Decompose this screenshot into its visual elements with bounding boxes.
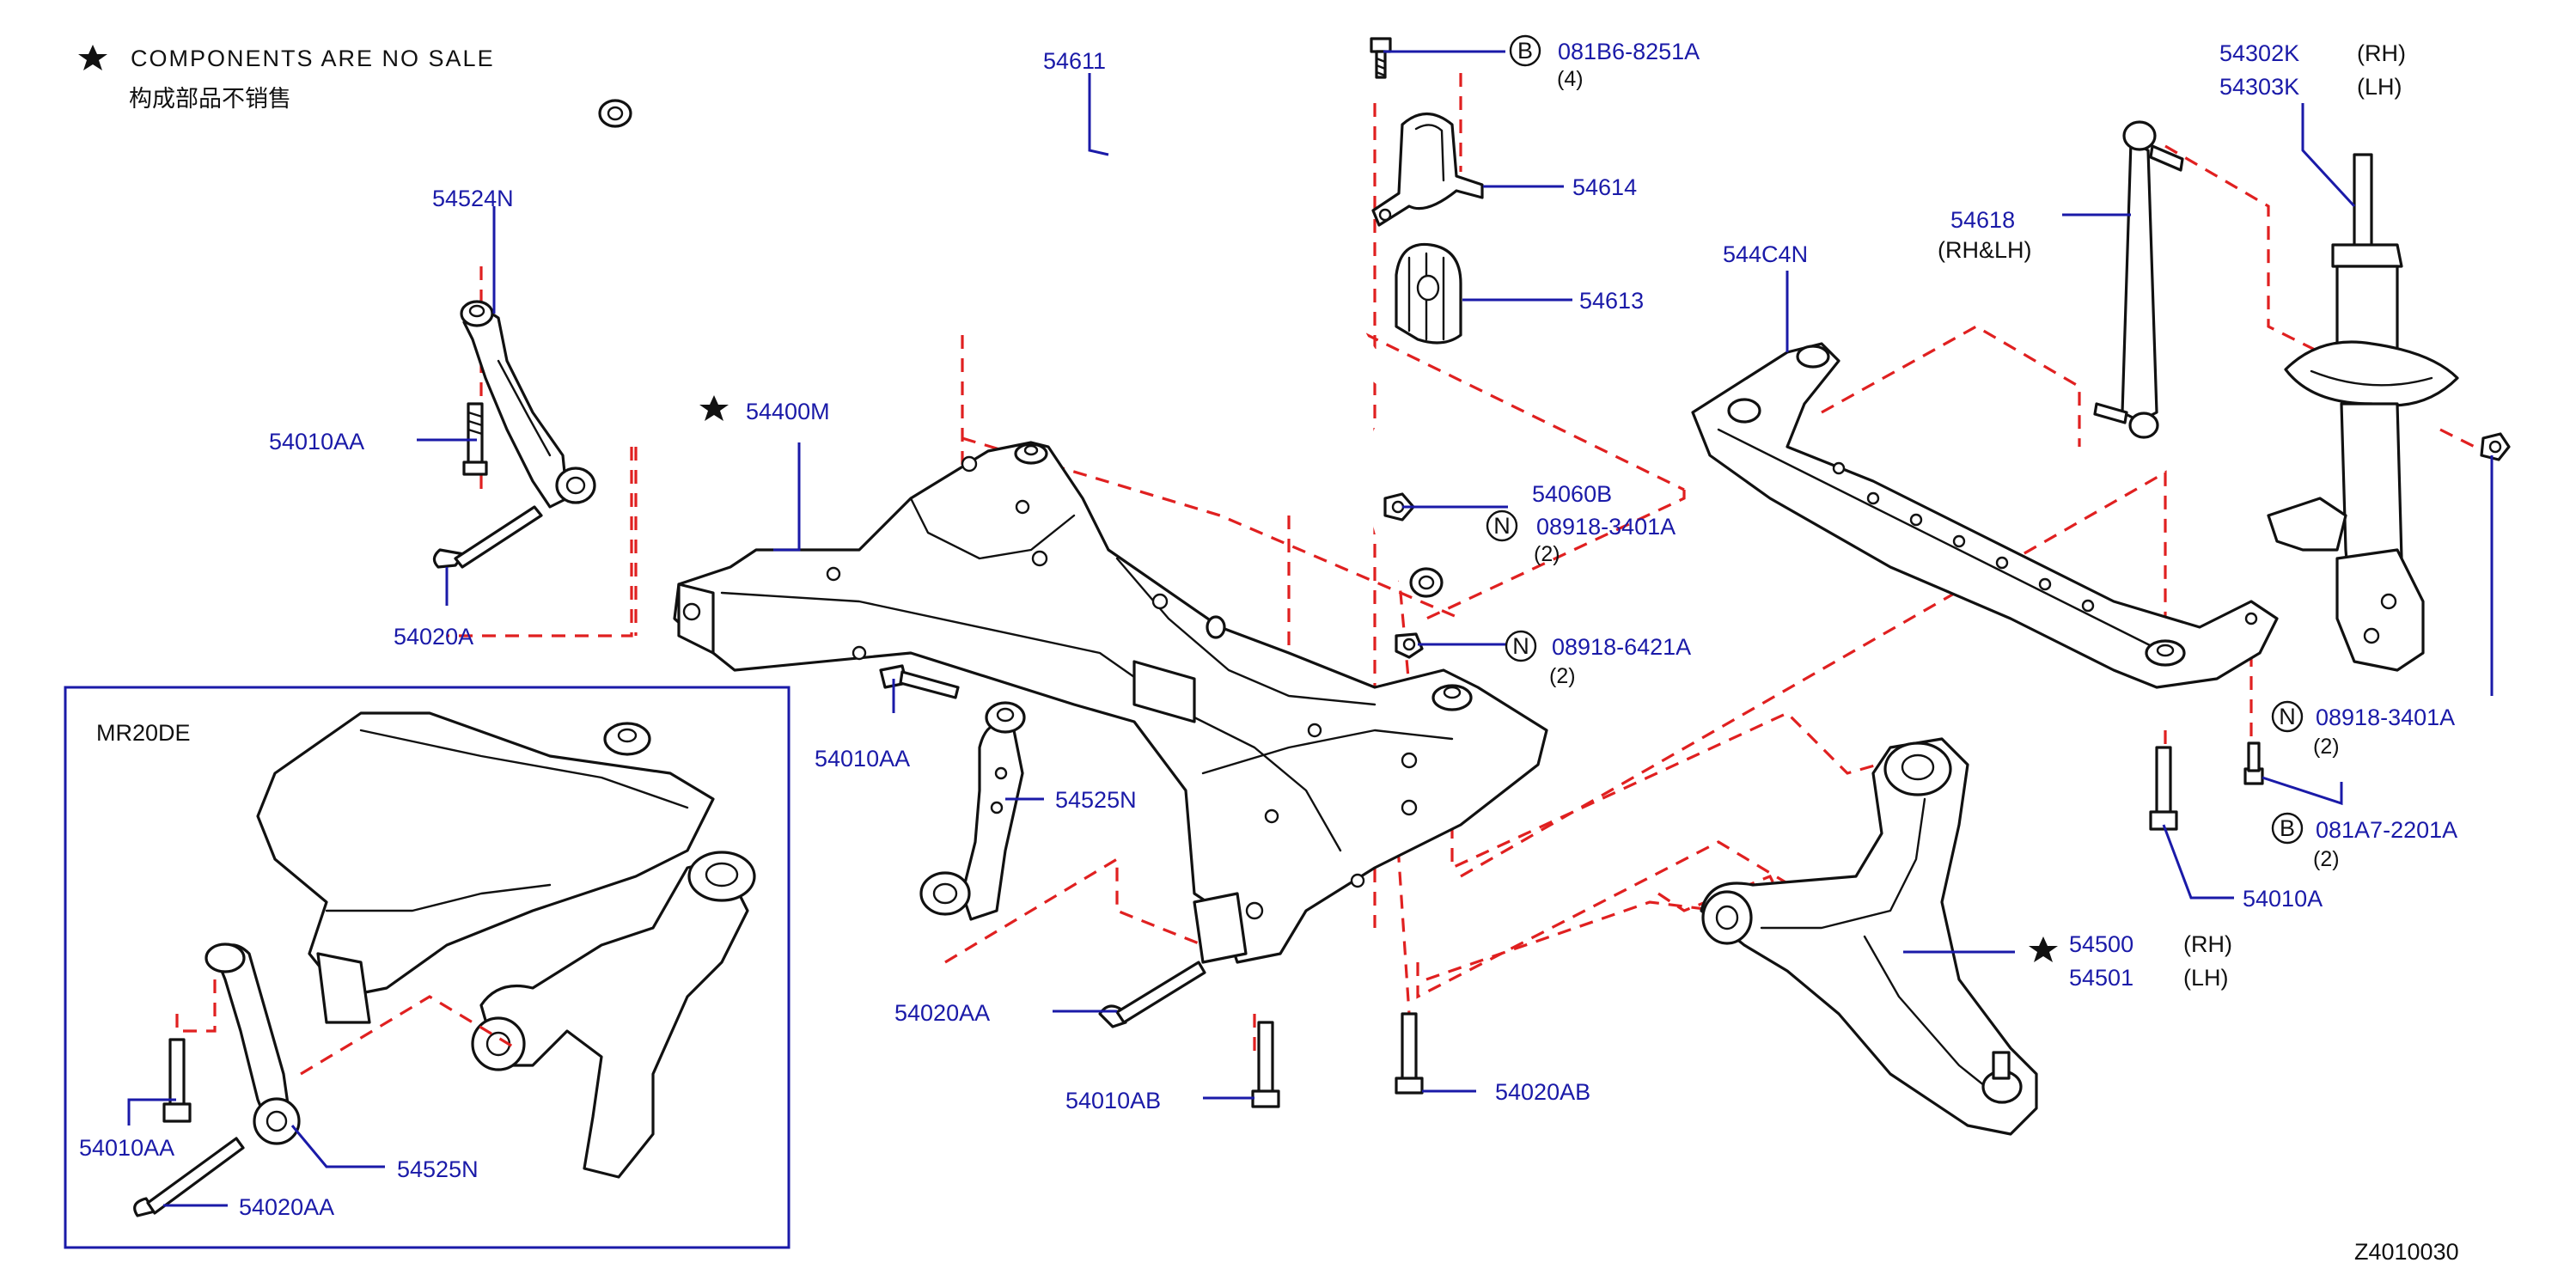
stabilizer-link-54618 — [2093, 120, 2184, 439]
label-54618: 54618 — [1950, 207, 2015, 233]
inset-mr20de: MR20DE — [64, 686, 791, 1249]
bolt-54020A — [432, 505, 543, 569]
label-54302K: 54302K — [2219, 40, 2299, 66]
inset-frame — [64, 686, 791, 1249]
marker-B-081A7: B — [2271, 812, 2304, 845]
label-54500: 54500 — [2069, 931, 2133, 957]
diagram-code: Z4010030 — [2354, 1239, 2459, 1265]
marker-B-081B6: B — [1509, 34, 1541, 67]
label-54010AA-inset: 54010AA — [79, 1135, 174, 1161]
label-54618-side: (RH&LH) — [1938, 237, 2032, 263]
member-544C4N — [1691, 342, 2279, 689]
star-icon — [2029, 936, 2058, 962]
label-54020A: 54020A — [394, 624, 473, 650]
notice-text: COMPONENTS ARE NO SALE — [131, 46, 495, 71]
bolt-54010AA-mid — [879, 664, 960, 699]
label-54525N-mid: 54525N — [1055, 787, 1137, 813]
svg-text:B: B — [2280, 815, 2295, 841]
bolt-081A7-2201A — [2243, 741, 2264, 785]
label-54614: 54614 — [1572, 174, 1637, 200]
circle-letter-icon — [2271, 700, 2304, 733]
label-54010AA-mid: 54010AA — [815, 746, 910, 772]
qty-08918-6421A: (2) — [1549, 664, 1576, 688]
strut-assembly — [2267, 153, 2511, 672]
label-54010A: 54010A — [2243, 886, 2323, 912]
label-08918-6421A: 08918-6421A — [1552, 634, 1691, 660]
circle-letter-icon — [1509, 34, 1541, 67]
bolt-54010AA-left — [462, 402, 488, 476]
label-54060B: 54060B — [1532, 481, 1612, 507]
label-08918-3401A-a: 08918-3401A — [1536, 514, 1676, 540]
label-54611: 54611 — [1043, 48, 1106, 74]
label-54303K-side: (LH) — [2357, 74, 2402, 100]
marker-N-08918-6421A: N — [1505, 630, 1537, 662]
star-icon — [699, 395, 729, 421]
label-54010AA-left: 54010AA — [269, 429, 364, 454]
label-54613: 54613 — [1579, 288, 1644, 314]
bolt-54020AA-mid — [1098, 961, 1206, 1028]
bolt-54010AB — [1251, 1021, 1280, 1108]
label-081A7-2201A: 081A7-2201A — [2316, 817, 2457, 843]
label-54500-side: (RH) — [2183, 931, 2232, 957]
notice: COMPONENTS ARE NO SALE 构成部品不销售 — [78, 45, 495, 112]
label-544C4N: 544C4N — [1723, 241, 1808, 267]
svg-text:N: N — [1512, 633, 1529, 659]
circle-letter-icon — [1486, 509, 1518, 542]
link-54524N — [460, 300, 596, 509]
label-54020AA-inset: 54020AA — [239, 1194, 334, 1220]
clamp-bolt — [1370, 37, 1392, 79]
bolt-54010A — [2149, 746, 2178, 831]
svg-text:N: N — [2279, 704, 2296, 729]
label-54501: 54501 — [2069, 965, 2133, 991]
label-54020AB: 54020AB — [1495, 1079, 1590, 1105]
label-08918-3401A-b: 08918-3401A — [2316, 705, 2455, 730]
qty-08918-3401A-b: (2) — [2313, 735, 2340, 759]
transverse-link — [1700, 737, 2038, 1136]
inset-title: MR20DE — [96, 720, 191, 746]
notice-chinese-text: 构成部品不销售 — [129, 86, 291, 112]
circle-letter-icon — [2271, 812, 2304, 845]
label-081B6-8251A: 081B6-8251A — [1558, 39, 1700, 64]
nut-08918-6421A — [1395, 632, 1424, 659]
stabilizer-bar — [598, 45, 1474, 598]
marker-N-08918-3401A-b: N — [2271, 700, 2304, 733]
stabilizer-clamp — [1371, 113, 1484, 227]
label-54303K: 54303K — [2219, 74, 2299, 100]
qty-08918-3401A-a: (2) — [1534, 542, 1560, 566]
label-54501-side: (LH) — [2183, 965, 2229, 991]
link-54525N-mid — [919, 701, 1026, 921]
qty-081B6-8251A: (4) — [1557, 67, 1584, 91]
part-labels: 54611 54614 54613 54524N 54010AA 54020A … — [79, 39, 2457, 1220]
front-suspension-member — [673, 441, 1548, 964]
label-54525N-inset: 54525N — [397, 1156, 479, 1182]
qty-081A7-2201A: (2) — [2313, 847, 2340, 871]
label-54010AB: 54010AB — [1065, 1088, 1161, 1113]
bolt-54020AB — [1395, 1012, 1424, 1095]
star-icon — [78, 45, 107, 70]
svg-text:B: B — [1517, 38, 1533, 64]
marker-N-08918-3401A-a: N — [1486, 509, 1518, 542]
leader-lines — [127, 50, 2494, 1207]
svg-text:N: N — [1493, 513, 1511, 539]
circle-letter-icon — [1505, 630, 1537, 662]
label-54400M: 54400M — [746, 399, 830, 424]
label-54020AA-mid: 54020AA — [894, 1000, 990, 1026]
label-54524N: 54524N — [432, 186, 514, 211]
stabilizer-bushing — [1395, 242, 1462, 345]
label-54302K-side: (RH) — [2357, 40, 2406, 66]
nut-54060B — [1383, 492, 1415, 522]
